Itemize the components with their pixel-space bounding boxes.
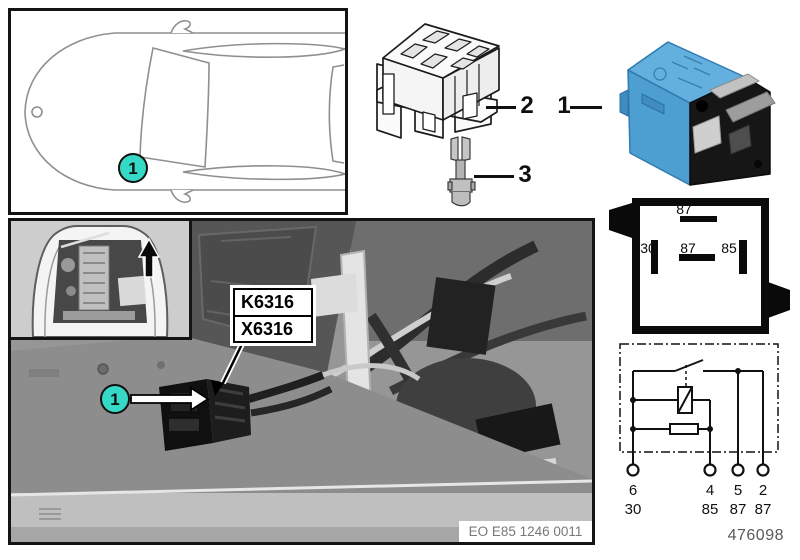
- socket-index-label[interactable]: 2: [520, 92, 534, 119]
- up-arrow-icon: [137, 237, 161, 278]
- engine-bay-photo: K6316 X6316 1 EO E85 1246 0011: [8, 218, 595, 545]
- relay-index-label[interactable]: 1: [557, 92, 571, 119]
- pin-box-right-key-tab: [768, 282, 790, 318]
- pin-87-center-slot: [679, 254, 715, 261]
- pin-30-label: 30: [640, 240, 656, 256]
- photo-annotations: [130, 340, 246, 412]
- relay-photo: [619, 41, 776, 186]
- relay-circuit-schematic: 6 4 5 2 30 85 87 87: [619, 343, 779, 518]
- connector-code-label: X6316: [235, 314, 311, 342]
- pin-box-left-key-tab: [609, 203, 632, 238]
- photo-id-label: EO E85 1246 0011: [459, 521, 592, 542]
- schematic-terminal-85: 85: [702, 501, 719, 518]
- engine-bay-inset: [11, 221, 192, 340]
- car-top-view-drawing: [24, 20, 345, 203]
- socket-leader-line: [486, 106, 516, 109]
- schematic-pin-2: 2: [759, 482, 767, 499]
- right-arrow-icon: [130, 386, 210, 412]
- relay-leader-line: [570, 106, 602, 109]
- schematic-terminal-87b: 87: [755, 501, 772, 518]
- relay-socket-drawing: [376, 23, 500, 139]
- pin-30-slot: [651, 240, 658, 274]
- pin-85-label: 85: [721, 240, 737, 256]
- pin-87-top-label: 87: [676, 201, 692, 217]
- schematic-pin-6: 6: [629, 482, 637, 499]
- pin-85-slot: [739, 240, 747, 274]
- relay-pin-layout-diagram: 87 30 87 85: [632, 198, 769, 334]
- schematic-pin-5: 5: [734, 482, 742, 499]
- terminal-pin-index-label[interactable]: 3: [518, 161, 532, 188]
- leader-arrowhead-icon: [211, 380, 224, 396]
- car-callout-marker[interactable]: 1: [118, 153, 148, 183]
- schematic-terminal-87a: 87: [730, 501, 747, 518]
- document-number: 476098: [727, 527, 784, 544]
- car-location-box: 1: [8, 8, 348, 215]
- terminal-pin-leader-line: [474, 175, 514, 178]
- pin-87-top-slot: [680, 216, 717, 222]
- photo-callout-marker[interactable]: 1: [100, 384, 130, 414]
- terminal-pin-drawing: [447, 136, 476, 207]
- pin-87-center-label: 87: [680, 240, 696, 256]
- schematic-terminal-30: 30: [625, 501, 642, 518]
- schematic-pin-4: 4: [706, 482, 714, 499]
- relay-code-label: K6316: [241, 292, 295, 312]
- component-label: K6316 X6316: [230, 284, 316, 347]
- engine-bay-inset-drawing: [31, 225, 169, 337]
